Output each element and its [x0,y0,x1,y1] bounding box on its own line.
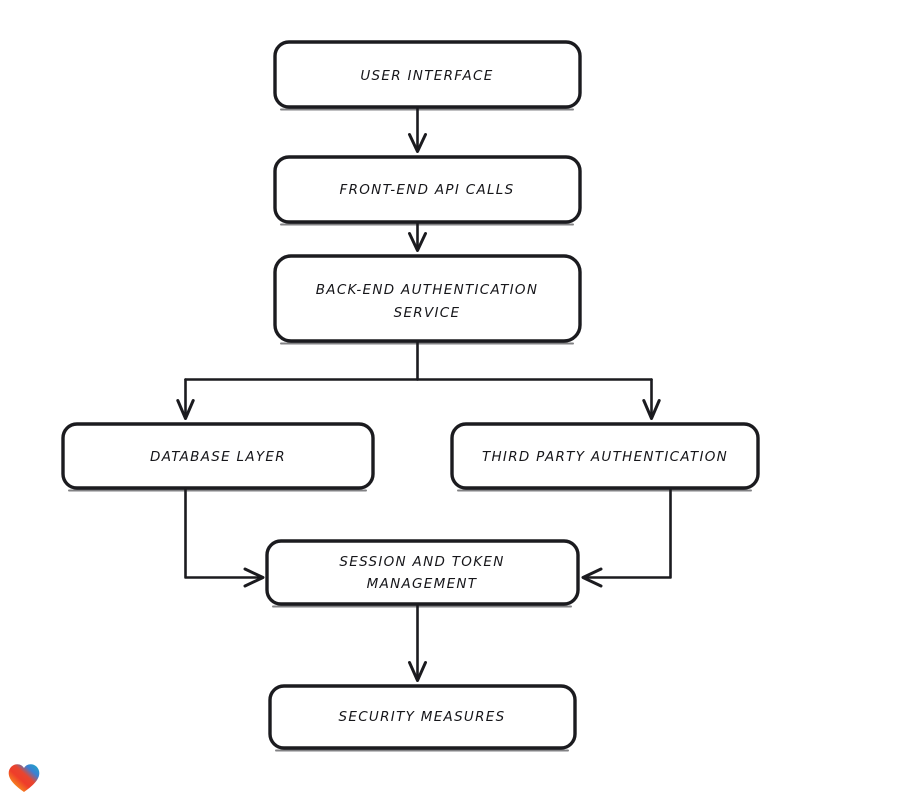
edge-database-to-session [184,487,265,588]
node-label-backend-auth-service-line1: BACK-END AUTHENTICATION [316,282,539,298]
node-database-layer[interactable]: DATABASE LAYER [61,422,375,492]
heart-icon [7,761,41,795]
edge-session-to-security [408,603,427,682]
node-frontend-api-calls[interactable]: FRONT-END API CALLS [273,155,582,226]
edge-backend-to-thirdparty [642,378,661,420]
node-label-database-layer: DATABASE LAYER [150,449,286,465]
heart-icon-glyph [8,764,40,793]
node-session-token-mgmt[interactable]: SESSION AND TOKEN MANAGEMENT [265,539,580,608]
nodes-layer: USER INTERFACE FRONT-END API CALLS BACK-… [61,40,760,752]
node-label-third-party-auth: THIRD PARTY AUTHENTICATION [482,449,728,465]
node-label-security-measures: SECURITY MEASURES [339,709,506,725]
edges-layer [176,106,672,682]
node-user-interface[interactable]: USER INTERFACE [273,40,582,111]
node-label-frontend-api-calls: FRONT-END API CALLS [340,182,515,198]
edge-ui-to-frontend [408,106,427,153]
node-backend-auth-service[interactable]: BACK-END AUTHENTICATION SERVICE [273,254,582,345]
node-label-session-token-mgmt-line1: SESSION AND TOKEN [339,554,504,570]
node-security-measures[interactable]: SECURITY MEASURES [268,684,577,752]
node-label-backend-auth-service-line2: SERVICE [394,305,461,321]
edge-frontend-to-backend [408,221,427,252]
edge-backend-split-trunk [184,340,653,381]
node-third-party-auth[interactable]: THIRD PARTY AUTHENTICATION [450,422,760,492]
node-label-user-interface: USER INTERFACE [360,68,493,84]
edge-backend-to-database [176,378,195,420]
edge-thirdparty-to-session [581,487,672,588]
node-label-session-token-mgmt-line2: MANAGEMENT [367,576,478,592]
